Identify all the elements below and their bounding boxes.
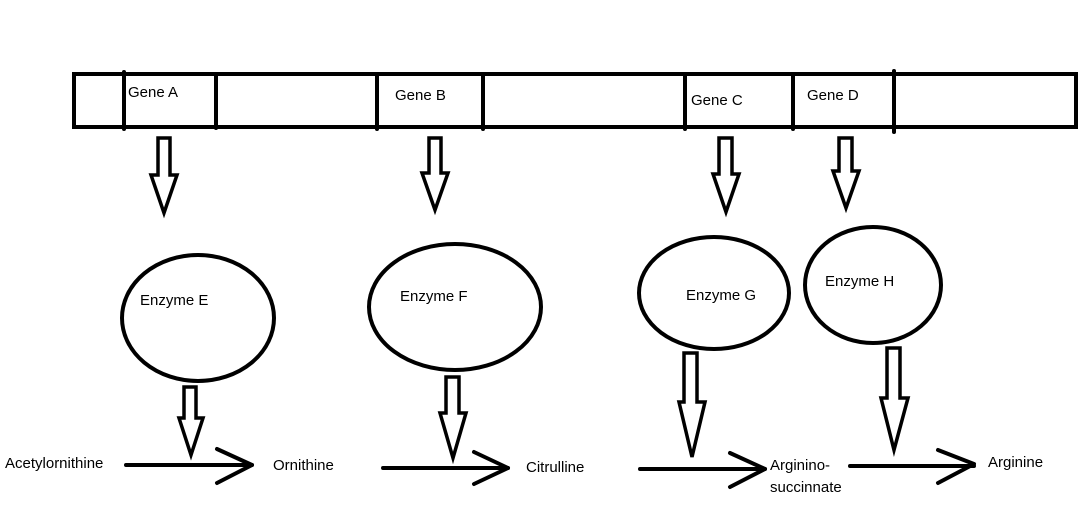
enzyme-g: Enzyme G [637,235,791,351]
enzyme-g-label: Enzyme G [686,287,756,304]
metabolite-citrulline: Citrulline [526,459,584,476]
gene-c-label: Gene C [691,92,743,109]
gene-d-label: Gene D [807,87,859,104]
gene-b-label: Gene B [395,87,446,104]
chromosome-bar: Gene A Gene B Gene C Gene D [72,69,1078,134]
enzyme-f-circle [367,242,543,372]
gene-d-to-enzyme-h-arrow [830,136,862,214]
enzyme-f-label: Enzyme F [400,288,468,305]
metabolite-acetylornithine: Acetylornithine [5,455,103,472]
reaction-arrow-4 [848,448,976,485]
enzyme-e: Enzyme E [120,253,276,383]
enzyme-h: Enzyme H [803,225,943,345]
enzyme-h-label: Enzyme H [825,273,894,290]
metabolite-argininosuccinate-line2: succinnate [770,479,842,496]
enzyme-f-to-reaction-arrow [437,375,469,465]
gene-a-label: Gene A [128,84,178,101]
enzyme-h-circle [803,225,943,345]
enzyme-e-to-reaction-arrow [176,385,206,461]
enzyme-g-circle [637,235,791,351]
enzyme-e-label: Enzyme E [140,292,208,309]
chromosome-outline [72,72,1078,129]
enzyme-e-circle [120,253,276,383]
reaction-arrow-3 [638,451,767,489]
enzyme-g-to-reaction-arrow [676,351,708,458]
gene-b-to-enzyme-f-arrow [419,136,451,216]
metabolite-arginine: Arginine [988,454,1043,471]
reaction-arrow-2 [381,450,510,486]
gene-a-to-enzyme-e-arrow [148,136,180,219]
metabolite-ornithine: Ornithine [273,457,334,474]
enzyme-f: Enzyme F [367,242,543,372]
gene-c-to-enzyme-g-arrow [710,136,742,218]
metabolite-argininosuccinate-line1: Arginino- [770,457,830,474]
reaction-arrow-1 [124,447,254,485]
enzyme-h-to-reaction-arrow [878,346,911,457]
